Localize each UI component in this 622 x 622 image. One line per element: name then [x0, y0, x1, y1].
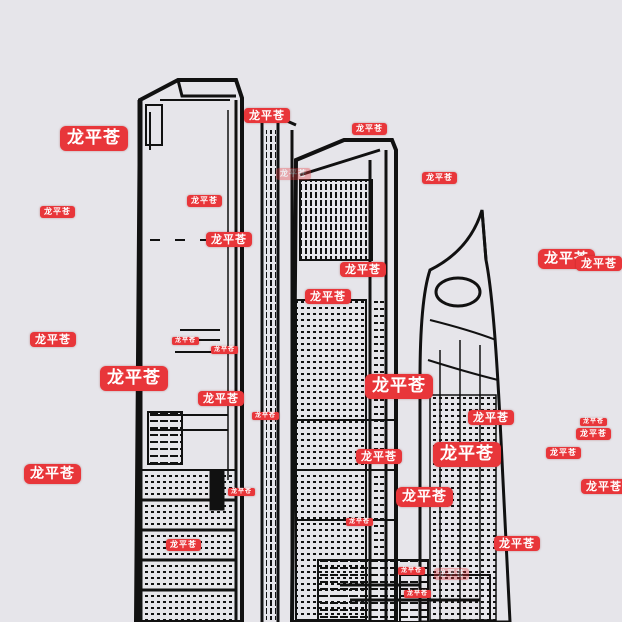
watermark-tag: 龙平苍 — [305, 289, 351, 304]
watermark-tag: 龙平苍 — [228, 488, 256, 496]
watermark-tag: 龙平苍 — [30, 332, 76, 347]
watermark-tag: 龙平苍 — [187, 195, 222, 207]
watermark-tag: 龙平苍 — [398, 567, 426, 575]
watermark-tag: 龙平苍 — [24, 464, 81, 484]
watermark-tag: 龙平苍 — [352, 123, 387, 135]
right-spire-tower — [418, 209, 512, 622]
watermark-tag: 龙平苍 — [433, 442, 501, 467]
watermark-tag: 龙平苍 — [576, 428, 611, 440]
watermark-tag: 龙平苍 — [434, 568, 469, 580]
watermark-tag: 龙平苍 — [198, 391, 244, 406]
watermark-tag: 龙平苍 — [346, 518, 374, 526]
watermark-tag: 龙平苍 — [365, 374, 433, 399]
watermark-tag: 龙平苍 — [580, 418, 608, 426]
watermark-tag: 龙平苍 — [206, 232, 252, 247]
watermark-tag: 龙平苍 — [60, 126, 128, 151]
watermark-tag: 龙平苍 — [276, 168, 311, 180]
watermark-tag: 龙平苍 — [40, 206, 75, 218]
watermark-tag: 龙平苍 — [244, 108, 290, 123]
watermark-tag: 龙平苍 — [396, 487, 453, 507]
watermark-tag: 龙平苍 — [581, 479, 622, 494]
watermark-tag: 龙平苍 — [340, 262, 386, 277]
watermark-tag: 龙平苍 — [252, 412, 280, 420]
watermark-tag: 龙平苍 — [494, 536, 540, 551]
watermark-tag: 龙平苍 — [576, 256, 622, 271]
watermark-tag: 龙平苍 — [546, 447, 581, 459]
watermark-tag: 龙平苍 — [172, 337, 200, 345]
watermark-tag: 龙平苍 — [468, 410, 514, 425]
watermark-tag: 龙平苍 — [422, 172, 457, 184]
watermark-tag: 龙平苍 — [356, 449, 402, 464]
watermark-tag: 龙平苍 — [166, 539, 201, 551]
watermark-tag: 龙平苍 — [100, 366, 168, 391]
watermark-tag: 龙平苍 — [404, 590, 432, 598]
watermark-tag: 龙平苍 — [211, 346, 239, 354]
